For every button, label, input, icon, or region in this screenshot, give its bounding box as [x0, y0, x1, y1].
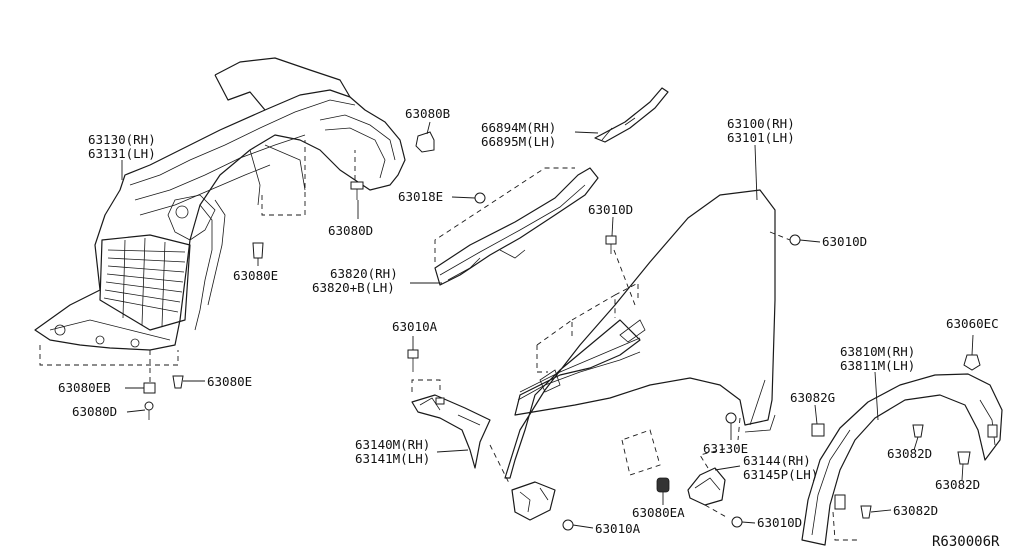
fender-insulator-drawing [434, 167, 599, 286]
label-63018e: 63018E [398, 189, 443, 204]
label-63080e-mid: 63080E [233, 268, 278, 283]
label-63082d-b: 63082D [935, 477, 980, 492]
diagram-reference-code: R630006R [932, 534, 1000, 550]
label-63131-lh: 63131(LH) [88, 146, 156, 161]
label-63010a-top: 63010A [392, 319, 438, 334]
label-63140m-rh: 63140M(RH) [355, 437, 430, 452]
part-labels: 63130(RH) 63131(LH) 63080B 66894M(RH) 66… [58, 106, 1000, 550]
label-63820b-lh: 63820+B(LH) [312, 280, 395, 295]
label-63082d-a: 63082D [887, 446, 932, 461]
fastener-symbols [143, 131, 981, 531]
label-63101-lh: 63101(LH) [727, 130, 795, 145]
label-63080d-low: 63080D [72, 404, 117, 419]
label-63010a-bottom: 63010A [595, 521, 641, 536]
label-63145p-lh: 63145P(LH) [743, 467, 818, 482]
fender-bracket-drawing [411, 394, 491, 469]
label-63130e: 63130E [703, 441, 748, 456]
fender-drawing [504, 189, 776, 479]
label-63811m-lh: 63811M(LH) [840, 358, 915, 373]
label-63080e-low: 63080E [207, 374, 252, 389]
label-63144-rh: 63144(RH) [743, 453, 811, 468]
label-63010d-right: 63010D [822, 234, 867, 249]
label-66895m-lh: 66895M(LH) [481, 134, 556, 149]
label-63141m-lh: 63141M(LH) [355, 451, 430, 466]
label-63130-rh: 63130(RH) [88, 132, 156, 147]
label-63010d-mid: 63010D [588, 202, 633, 217]
label-63820-rh: 63820(RH) [330, 266, 398, 281]
fender-seal-drawing [594, 87, 669, 143]
label-63010d-bottom: 63010D [757, 515, 802, 530]
label-63080eb: 63080EB [58, 380, 111, 395]
label-63082d-c: 63082D [893, 503, 938, 518]
lower-bracket-drawing [511, 481, 556, 521]
arch-molding-drawing [801, 373, 1003, 546]
label-63100-rh: 63100(RH) [727, 116, 795, 131]
label-63080d-top: 63080D [328, 223, 373, 238]
label-63080ea: 63080EA [632, 505, 685, 520]
fender-protector-drawing [34, 57, 406, 351]
fender-stay-drawing [687, 467, 726, 506]
label-63080b: 63080B [405, 106, 450, 121]
label-63060ec: 63060EC [946, 316, 999, 331]
label-63082g: 63082G [790, 390, 835, 405]
label-63810m-rh: 63810M(RH) [840, 344, 915, 359]
leader-lines [121, 121, 974, 529]
label-66894m-rh: 66894M(RH) [481, 120, 556, 135]
